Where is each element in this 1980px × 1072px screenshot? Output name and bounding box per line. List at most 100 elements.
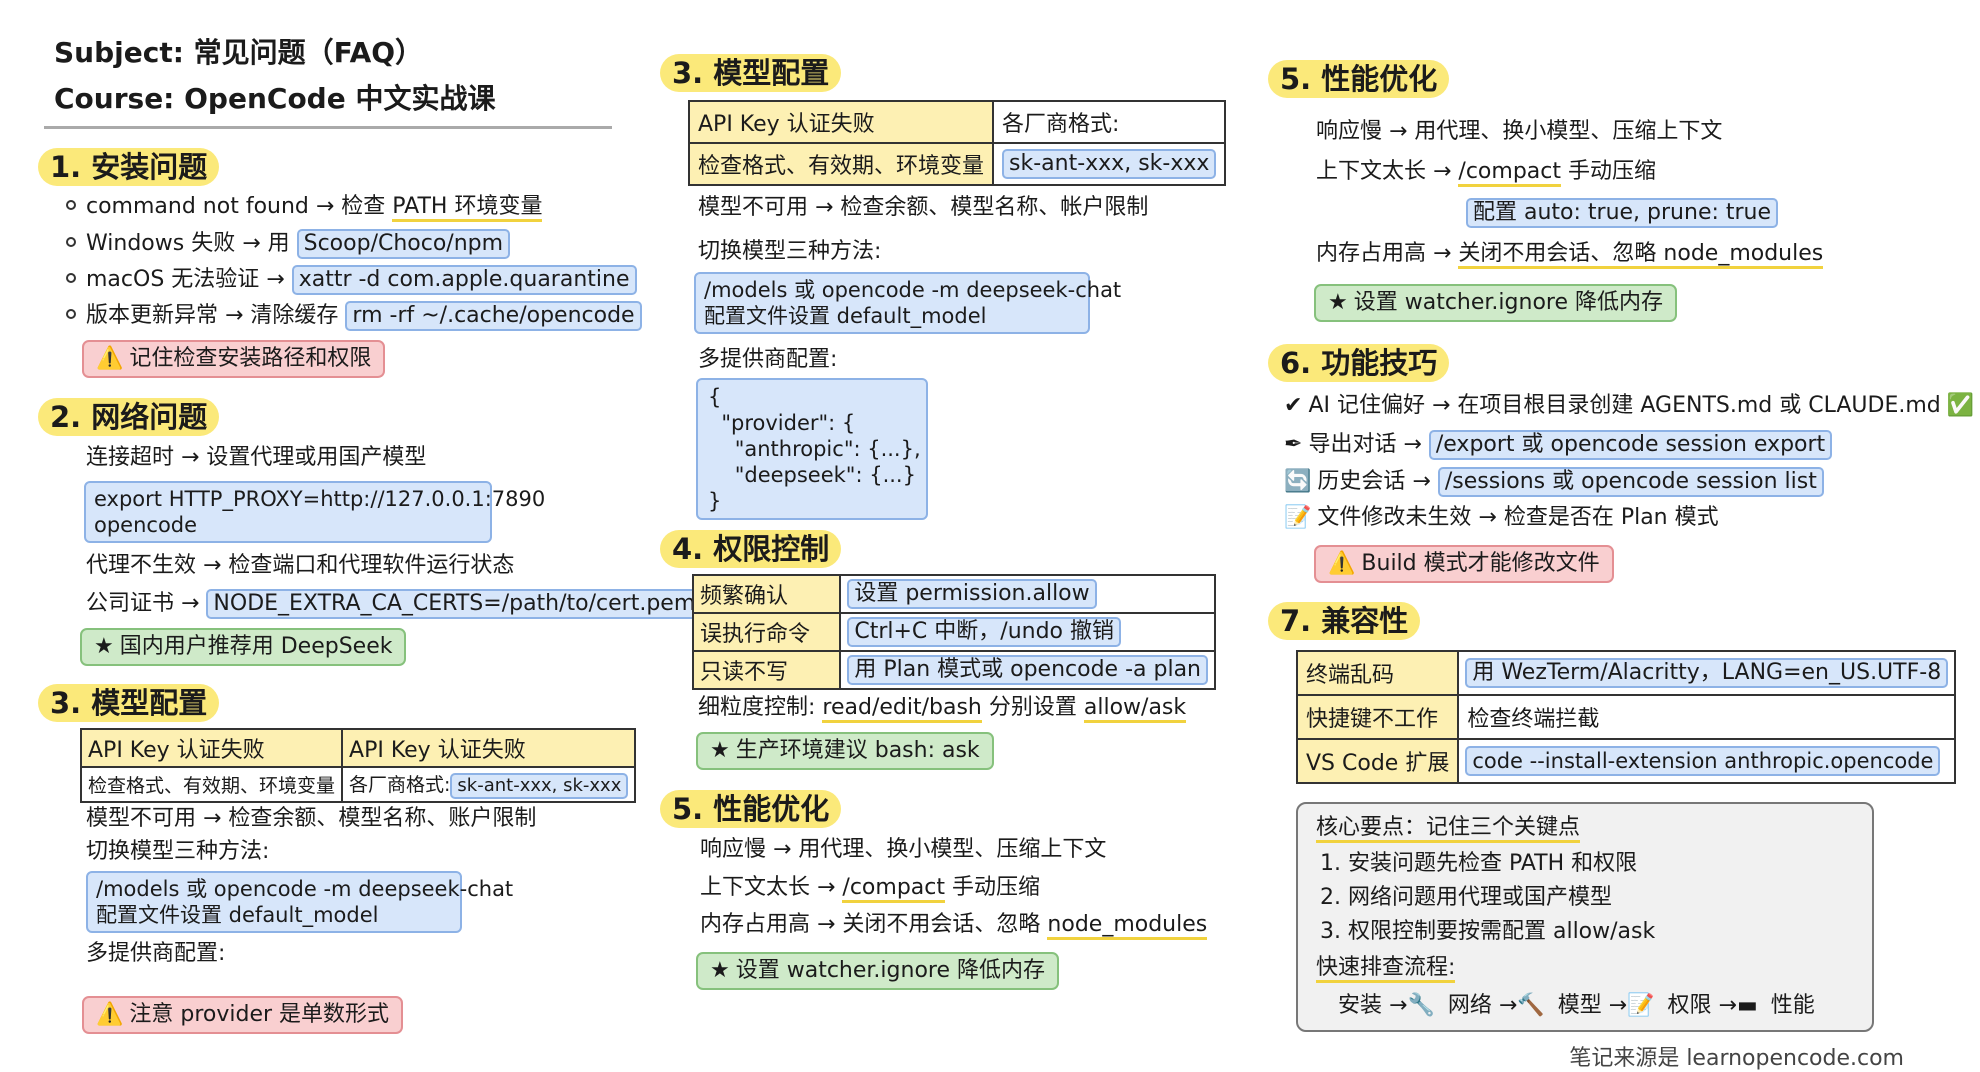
model-table-cell: 检查格式、有效期、环境变量 — [687, 142, 995, 186]
pen-icon: ✒ — [1284, 432, 1303, 457]
star-icon: ★ — [710, 738, 730, 763]
model-table-cell: API Key 认证失败 — [79, 728, 344, 768]
perf-line-1-mid: 响应慢 → 用代理、换小模型、压缩上下文 — [700, 837, 1107, 862]
install-item-1: command not found → 检查 PATH 环境变量 — [66, 193, 543, 222]
network-line-2: 代理不生效 → 检查端口和代理软件运行状态 — [86, 553, 515, 578]
install-item-3: macOS 无法验证 → xattr -d com.apple.quaranti… — [66, 265, 637, 295]
summary-item: 3. 权限控制要按需配置 allow/ask — [1320, 919, 1656, 944]
network-line-1: 连接超时 → 设置代理或用国产模型 — [86, 445, 427, 470]
perf-line-3-mid: 内存占用高 → 关闭不用会话、忽略 node_modules — [700, 911, 1208, 940]
summary-item: 2. 网络问题用代理或国产模型 — [1320, 885, 1612, 910]
section-model-title-left: 3. 模型配置 — [38, 684, 220, 722]
model-line-3-mid: 多提供商配置: — [698, 347, 838, 372]
network-tip: ★国内用户推荐用 DeepSeek — [80, 628, 407, 666]
network-line-3: 公司证书 → NODE_EXTRA_CA_CERTS=/path/to/cert… — [86, 589, 703, 619]
provider-json-block: { "provider": { "anthropic": {...}, "dee… — [696, 378, 928, 520]
header-divider — [44, 126, 612, 129]
model-table-cell: API Key 认证失败 — [687, 100, 995, 144]
perf-line-2-mid: 上下文太长 → /compact 手动压缩 — [700, 874, 1040, 903]
tips-warning: ⚠️Build 模式才能修改文件 — [1314, 545, 1614, 583]
bullet-icon — [66, 237, 76, 247]
section-model-title-mid: 3. 模型配置 — [660, 54, 842, 92]
compat-table-value: 检查终端拦截 — [1457, 694, 1957, 740]
footer-source: 笔记来源是 learnopencode.com — [1569, 1046, 1904, 1071]
perm-table-key: 误执行命令 — [691, 612, 842, 652]
compat-table: 终端乱码 用 WezTerm/Alacritty，LANG=en_US.UTF-… — [1295, 650, 1957, 784]
section-perf-title-right: 5. 性能优化 — [1268, 60, 1450, 98]
model-line-2-left: 切换模型三种方法: — [86, 839, 270, 864]
section-compat-title: 7. 兼容性 — [1268, 602, 1421, 640]
subject-line: Subject: 常见问题（FAQ） — [54, 36, 424, 69]
perf-tip-right: ★设置 watcher.ignore 降低内存 — [1314, 284, 1677, 322]
model-table-cell: API Key 认证失败 — [341, 728, 637, 768]
section-tips-title: 6. 功能技巧 — [1268, 344, 1450, 382]
star-icon: ★ — [710, 958, 730, 983]
install-warning: ⚠️记住检查安装路径和权限 — [82, 340, 386, 378]
switch-model-code-mid: /models 或 opencode -m deepseek-chat 配置文件… — [694, 272, 1121, 334]
compat-table-value: 用 WezTerm/Alacritty，LANG=en_US.UTF-8 — [1457, 650, 1957, 696]
model-table-left: API Key 认证失败 API Key 认证失败 检查格式、有效期、环境变量 … — [79, 728, 637, 803]
summary-item: 1. 安装问题先检查 PATH 和权限 — [1320, 851, 1638, 876]
model-table-cell: 各厂商格式: — [992, 100, 1227, 144]
perm-table-value: 设置 permission.allow — [839, 574, 1216, 614]
section-install-title: 1. 安装问题 — [38, 148, 220, 186]
model-table-cell: 各厂商格式:sk-ant-xxx, sk-xxx — [341, 766, 637, 803]
bullet-icon — [66, 273, 76, 283]
model-table-cell: 检查格式、有效期、环境变量 — [79, 766, 344, 803]
model-line-1-left: 模型不可用 → 检查余额、模型名称、账户限制 — [86, 806, 537, 831]
course-line: Course: OpenCode 中文实战课 — [54, 82, 496, 115]
summary-flow: 安装 →🔧 网络 →🔨 模型 →📝 权限 →▬ 性能 — [1338, 993, 1815, 1018]
perf-config-code: 配置 auto: true, prune: true — [1466, 198, 1779, 228]
perm-table-key: 频繁确认 — [691, 574, 842, 614]
summary-box: 核心要点：记住三个关键点 1. 安装问题先检查 PATH 和权限 2. 网络问题… — [1296, 802, 1874, 1032]
perm-fine-control: 细粒度控制: read/edit/bash 分别设置 allow/ask — [698, 694, 1187, 723]
perf-line-2-right: 上下文太长 → /compact 手动压缩 — [1316, 158, 1656, 187]
perm-table: 频繁确认 设置 permission.allow 误执行命令 Ctrl+C 中断… — [691, 574, 1216, 690]
provider-warning: ⚠️注意 provider 是单数形式 — [82, 996, 404, 1034]
perm-tip: ★生产环境建议 bash: ask — [696, 732, 994, 770]
star-icon: ★ — [94, 634, 114, 659]
tips-line-3: 🔄历史会话 → /sessions 或 opencode session lis… — [1284, 467, 1824, 497]
tool-icon: 🔨 — [1517, 993, 1545, 1018]
wrench-icon: 🔧 — [1407, 993, 1435, 1018]
model-line-1-mid: 模型不可用 → 检查余额、模型名称、帐户限制 — [698, 195, 1149, 220]
tips-line-4: 📝文件修改未生效 → 检查是否在 Plan 模式 — [1284, 505, 1719, 530]
compat-table-key: VS Code 扩展 — [1295, 738, 1460, 784]
warning-icon: ⚠️ — [96, 1002, 124, 1027]
compat-table-value: code --install-extension anthropic.openc… — [1457, 738, 1957, 784]
compat-table-key: 快捷键不工作 — [1295, 694, 1460, 740]
perm-table-value: Ctrl+C 中断，/undo 撤销 — [839, 612, 1216, 652]
tips-line-2: ✒导出对话 → /export 或 opencode session expor… — [1284, 430, 1833, 460]
memo-icon: 📝 — [1284, 505, 1312, 530]
section-perm-title: 4. 权限控制 — [660, 530, 842, 568]
compat-table-key: 终端乱码 — [1295, 650, 1460, 696]
tips-line-1: ✔AI 记住偏好 → 在项目根目录创建 AGENTS.md 或 CLAUDE.m… — [1284, 393, 1975, 418]
install-item-4: 版本更新异常 → 清除缓存 rm -rf ~/.cache/opencode — [66, 301, 642, 331]
history-icon: 🔄 — [1284, 469, 1312, 494]
model-line-3-left: 多提供商配置: — [86, 941, 226, 966]
install-item-2: Windows 失败 → 用 Scoop/Choco/npm — [66, 229, 511, 259]
terminal-icon: ▬ — [1736, 993, 1758, 1018]
check-icon: ✔ — [1284, 393, 1303, 418]
star-icon: ★ — [1328, 290, 1348, 315]
warning-icon: ⚠️ — [1328, 551, 1356, 576]
model-line-2-mid: 切换模型三种方法: — [698, 239, 882, 264]
summary-title: 核心要点：记住三个关键点 — [1316, 814, 1581, 843]
section-network-title: 2. 网络问题 — [38, 398, 220, 436]
switch-model-code-left: /models 或 opencode -m deepseek-chat 配置文件… — [86, 871, 513, 933]
warning-icon: ⚠️ — [96, 346, 124, 371]
bullet-icon — [66, 309, 76, 319]
check-box-icon: ✅ — [1946, 393, 1975, 418]
perm-table-key: 只读不写 — [691, 650, 842, 690]
model-table-cell: sk-ant-xxx, sk-xxx — [992, 142, 1227, 186]
bullet-icon — [66, 200, 76, 210]
perf-tip-mid: ★设置 watcher.ignore 降低内存 — [696, 952, 1059, 990]
memo-icon: 📝 — [1627, 993, 1655, 1018]
perf-line-3-right: 内存占用高 → 关闭不用会话、忽略 node_modules — [1316, 240, 1824, 269]
model-table-mid: API Key 认证失败 各厂商格式: 检查格式、有效期、环境变量 sk-ant… — [687, 100, 1227, 186]
perm-table-value: 用 Plan 模式或 opencode -a plan — [839, 650, 1216, 690]
section-perf-title-mid: 5. 性能优化 — [660, 790, 842, 828]
summary-flow-title: 快速排查流程: — [1316, 954, 1456, 983]
perf-line-1-right: 响应慢 → 用代理、换小模型、压缩上下文 — [1316, 119, 1723, 144]
proxy-code-block: export HTTP_PROXY=http://127.0.0.1:7890 … — [84, 481, 545, 543]
